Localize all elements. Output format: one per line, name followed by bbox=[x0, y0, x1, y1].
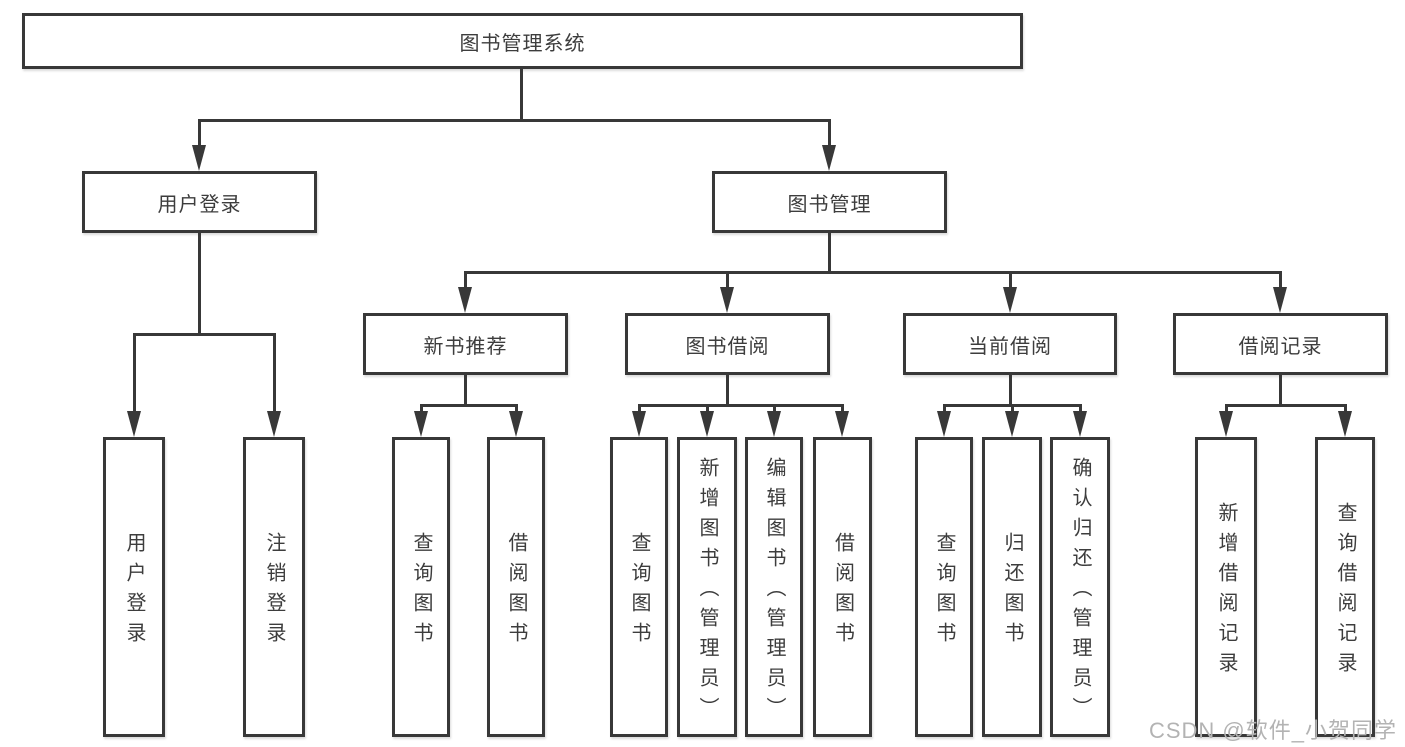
leaf-query-books-3: 查询图书 bbox=[915, 437, 973, 737]
node-label: 查询图书 bbox=[933, 532, 955, 652]
connector-line bbox=[515, 404, 518, 414]
arrowhead-down-icon bbox=[192, 145, 206, 171]
arrowhead-down-icon bbox=[1073, 411, 1087, 437]
connector-line bbox=[1011, 404, 1014, 414]
connector-line bbox=[828, 232, 831, 273]
node-label: 借阅图书 bbox=[505, 532, 527, 652]
node-label: 图书管理系统 bbox=[459, 32, 586, 55]
arrowhead-down-icon bbox=[267, 411, 281, 437]
leaf-return-books: 归还图书 bbox=[982, 437, 1042, 737]
connector-line bbox=[520, 67, 523, 121]
node-borrowing-records: 借阅记录 bbox=[1173, 313, 1388, 375]
leaf-query-borrow-record: 查询借阅记录 bbox=[1315, 437, 1375, 737]
node-library-management-system: 图书管理系统 bbox=[22, 13, 1023, 69]
connector-line bbox=[1009, 375, 1012, 406]
connector-line bbox=[726, 375, 729, 406]
connector-line bbox=[638, 404, 843, 407]
connector-line bbox=[133, 333, 275, 336]
arrowhead-down-icon bbox=[509, 411, 523, 437]
connector-line bbox=[1079, 404, 1082, 414]
node-label: 新书推荐 bbox=[423, 335, 508, 358]
arrowhead-down-icon bbox=[1338, 411, 1352, 437]
connector-line bbox=[420, 404, 517, 407]
arrowhead-down-icon bbox=[1003, 287, 1017, 313]
leaf-query-books-2: 查询图书 bbox=[610, 437, 668, 737]
connector-line bbox=[1225, 404, 1228, 414]
leaf-edit-books-admin: 编辑图书（管理员） bbox=[745, 437, 803, 737]
arrowhead-down-icon bbox=[1273, 287, 1287, 313]
node-label: 查询图书 bbox=[410, 532, 432, 652]
connector-line bbox=[1009, 271, 1012, 289]
node-label: 查询借阅记录 bbox=[1334, 502, 1356, 682]
arrowhead-down-icon bbox=[458, 287, 472, 313]
node-current-borrowing: 当前借阅 bbox=[903, 313, 1117, 375]
arrowhead-down-icon bbox=[414, 411, 428, 437]
node-user-login: 用户登录 bbox=[82, 171, 317, 233]
node-label: 图书管理 bbox=[787, 193, 872, 216]
connector-line bbox=[638, 404, 641, 414]
node-label: 归还图书 bbox=[1001, 532, 1023, 652]
connector-line bbox=[198, 119, 201, 149]
node-label: 借阅图书 bbox=[831, 532, 854, 652]
node-label: 确认归还（管理员） bbox=[1069, 457, 1091, 727]
connector-line bbox=[273, 333, 276, 413]
connector-line bbox=[464, 375, 467, 406]
arrowhead-down-icon bbox=[767, 411, 781, 437]
connector-line bbox=[198, 232, 201, 335]
connector-line bbox=[726, 271, 729, 289]
connector-line bbox=[1225, 404, 1346, 407]
node-book-borrowing: 图书借阅 bbox=[625, 313, 830, 375]
leaf-query-books-1: 查询图书 bbox=[392, 437, 450, 737]
arrowhead-down-icon bbox=[1219, 411, 1233, 437]
arrowhead-down-icon bbox=[720, 287, 734, 313]
connector-line bbox=[943, 404, 946, 414]
node-new-book-recommendation: 新书推荐 bbox=[363, 313, 568, 375]
node-label: 用户登录 bbox=[157, 193, 242, 216]
node-label: 新增图书（管理员） bbox=[696, 457, 718, 727]
connector-line bbox=[773, 404, 776, 414]
csdn-watermark: CSDN @软件_小贺同学 bbox=[1148, 718, 1397, 743]
arrowhead-down-icon bbox=[127, 411, 141, 437]
leaf-add-borrow-record: 新增借阅记录 bbox=[1195, 437, 1257, 737]
leaf-logout: 注销登录 bbox=[243, 437, 305, 737]
node-label: 查询图书 bbox=[628, 532, 650, 652]
arrowhead-down-icon bbox=[822, 145, 836, 171]
connector-line bbox=[706, 404, 709, 414]
node-label: 借阅记录 bbox=[1238, 335, 1323, 358]
node-label: 编辑图书（管理员） bbox=[763, 457, 785, 727]
node-label: 当前借阅 bbox=[968, 335, 1052, 358]
node-label: 注销登录 bbox=[263, 532, 285, 652]
arrowhead-down-icon bbox=[632, 411, 646, 437]
leaf-user-login: 用户登录 bbox=[103, 437, 165, 737]
connector-line bbox=[841, 404, 844, 414]
connector-line bbox=[133, 333, 136, 413]
arrowhead-down-icon bbox=[1005, 411, 1019, 437]
node-book-management: 图书管理 bbox=[712, 171, 947, 233]
leaf-add-books-admin: 新增图书（管理员） bbox=[677, 437, 737, 737]
connector-line bbox=[828, 119, 831, 149]
connector-line bbox=[198, 119, 831, 122]
connector-line bbox=[464, 271, 467, 289]
node-label: 图书借阅 bbox=[685, 335, 770, 358]
arrowhead-down-icon bbox=[700, 411, 714, 437]
connector-line bbox=[420, 404, 423, 414]
leaf-borrow-books-2: 借阅图书 bbox=[813, 437, 872, 737]
connector-line bbox=[1344, 404, 1347, 414]
connector-line bbox=[1279, 271, 1282, 289]
arrowhead-down-icon bbox=[835, 411, 849, 437]
node-label: 新增借阅记录 bbox=[1215, 502, 1237, 682]
leaf-borrow-books-1: 借阅图书 bbox=[487, 437, 545, 737]
arrowhead-down-icon bbox=[937, 411, 951, 437]
connector-line bbox=[1279, 375, 1282, 406]
node-label: 用户登录 bbox=[123, 532, 145, 652]
leaf-confirm-return-admin: 确认归还（管理员） bbox=[1050, 437, 1110, 737]
connector-line bbox=[464, 271, 1281, 274]
